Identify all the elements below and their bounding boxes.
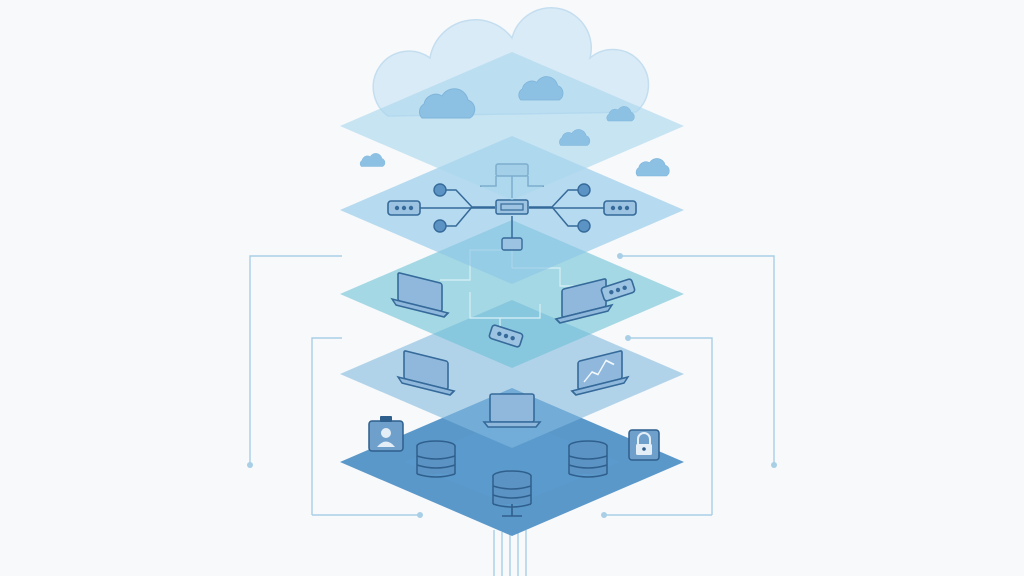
node-icon bbox=[577, 219, 591, 233]
user-badge-icon bbox=[368, 416, 404, 452]
node-icon bbox=[433, 219, 447, 233]
devices-layer bbox=[340, 300, 684, 448]
data-layer bbox=[340, 388, 684, 536]
switch-icon bbox=[501, 237, 523, 251]
database-icon bbox=[416, 440, 456, 478]
node-icon bbox=[433, 183, 447, 197]
laptop-icon bbox=[483, 393, 541, 428]
node-icon bbox=[577, 183, 591, 197]
right-inner-connector bbox=[628, 337, 713, 515]
left-inner-connector bbox=[311, 337, 342, 515]
cloud-icon bbox=[359, 153, 386, 167]
bottom-cables bbox=[493, 530, 527, 576]
chart-laptop-icon bbox=[571, 348, 629, 397]
database-icon bbox=[492, 470, 532, 517]
cloud-icon bbox=[635, 158, 670, 177]
left-outer-connector bbox=[249, 255, 342, 465]
lock-icon bbox=[628, 429, 660, 461]
network-layer bbox=[340, 136, 684, 284]
switch-icon bbox=[387, 200, 421, 216]
right-outer-connector bbox=[620, 255, 775, 465]
switch-icon bbox=[603, 200, 637, 216]
connector-lines bbox=[247, 253, 777, 576]
database-icon bbox=[568, 440, 608, 478]
cloud-layer bbox=[340, 52, 684, 200]
